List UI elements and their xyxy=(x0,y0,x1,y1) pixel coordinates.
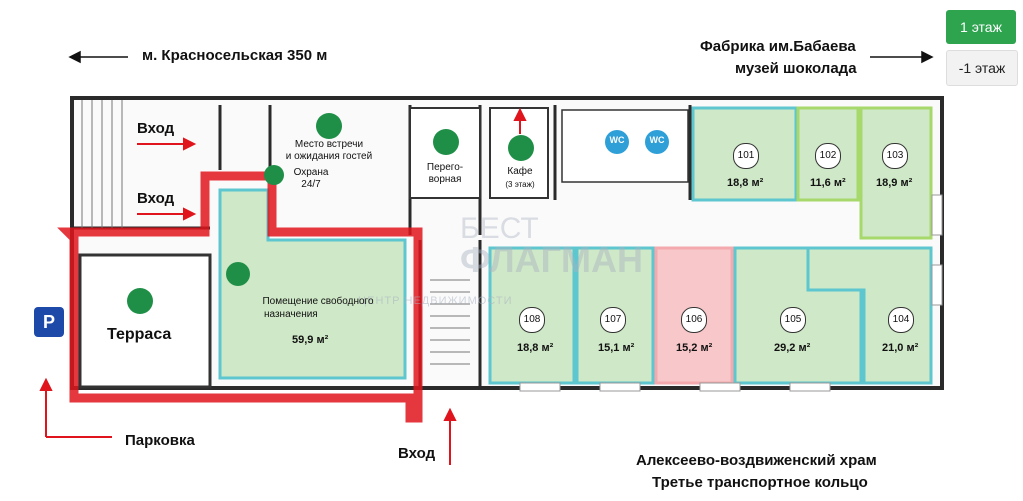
room-105-area: 29,2 м² xyxy=(774,342,811,354)
meeting-icon xyxy=(316,113,342,139)
free-room-label-1: Помещение свободного xyxy=(262,296,374,307)
room-103 xyxy=(859,106,933,240)
negotiation-icon xyxy=(433,129,459,155)
wc-label-1: WC xyxy=(609,135,625,145)
room-107-number: 107 xyxy=(600,307,626,333)
arrows xyxy=(68,50,934,64)
terrace-icon xyxy=(127,288,153,314)
wc-icon-2 xyxy=(645,130,669,154)
room-104-area: 21,0 м² xyxy=(882,342,919,354)
room-103-area: 18,9 м² xyxy=(876,177,913,189)
cafe-label: Кафе xyxy=(507,166,533,177)
water-icon xyxy=(226,262,250,286)
room-101-number: 101 xyxy=(733,143,759,169)
parking-label: Парковка xyxy=(125,432,195,449)
security-label-1: Охрана xyxy=(293,167,329,178)
room-104-number: 104 xyxy=(888,307,914,333)
free-room-area: 59,9 м² xyxy=(292,334,329,346)
negotiation-room xyxy=(409,107,481,199)
room-102-area: 11,6 м² xyxy=(810,177,846,189)
factory-label-1: Фабрика им.Бабаева xyxy=(700,38,856,55)
terrace xyxy=(78,253,212,389)
room-103-number: 103 xyxy=(882,143,908,169)
church-label: Алексеево-воздвиженский храм xyxy=(636,452,877,469)
metro-label: м. Красносельская 350 м xyxy=(142,47,328,64)
parking-sign-label: P xyxy=(42,312,55,332)
room-106-area: 15,2 м² xyxy=(676,342,713,354)
ring-road-label: Третье транспортное кольцо xyxy=(652,474,868,491)
svg-text:ЦЕНТР НЕДВИЖИМОСТИ: ЦЕНТР НЕДВИЖИМОСТИ xyxy=(358,295,513,307)
room-106-number: 106 xyxy=(681,307,707,333)
entrance-label-2: Вход xyxy=(137,190,175,207)
floor-1-button[interactable]: 1 этаж xyxy=(946,10,1016,44)
room-105-number: 105 xyxy=(780,307,806,333)
factory-label-2: музей шоколада xyxy=(735,60,857,77)
security-label-2: 24/7 xyxy=(301,179,321,190)
windows xyxy=(519,194,943,392)
wc-icon-1 xyxy=(605,130,629,154)
stair-lines xyxy=(81,100,470,365)
watermark-logo: БЕСТ xyxy=(460,212,539,245)
parking-sign xyxy=(34,307,64,337)
room-108-area: 18,8 м² xyxy=(517,342,554,354)
room-102-number: 102 xyxy=(815,143,841,169)
terrace-label: Терраса xyxy=(107,326,172,343)
security-icon xyxy=(264,165,284,185)
cafe-icon xyxy=(508,135,534,161)
free-room-label-2: назначения xyxy=(264,309,318,320)
entrance-label-1: Вход xyxy=(137,120,175,137)
negotiation-label-2: ворная xyxy=(428,174,462,185)
red-highlight xyxy=(57,171,423,423)
negotiation-label-1: Перего- xyxy=(426,162,464,173)
room-101-area: 18,8 м² xyxy=(727,177,764,189)
room-107-area: 15,1 м² xyxy=(598,342,635,354)
entrance-label-3: Вход xyxy=(398,445,436,462)
wc-label-2: WC xyxy=(649,135,665,145)
meeting-label-1: Место встречи xyxy=(294,139,364,150)
room-104 xyxy=(806,246,933,385)
cafe-floor-label: (3 этаж) xyxy=(505,180,535,189)
floor-minus1-button[interactable]: -1 этаж xyxy=(946,50,1018,86)
meeting-label-2: и ожидания гостей xyxy=(285,151,373,162)
svg-text:ФЛАГМАН: ФЛАГМАН xyxy=(460,239,643,280)
room-108-number: 108 xyxy=(519,307,545,333)
entrance-arrows xyxy=(39,107,527,465)
